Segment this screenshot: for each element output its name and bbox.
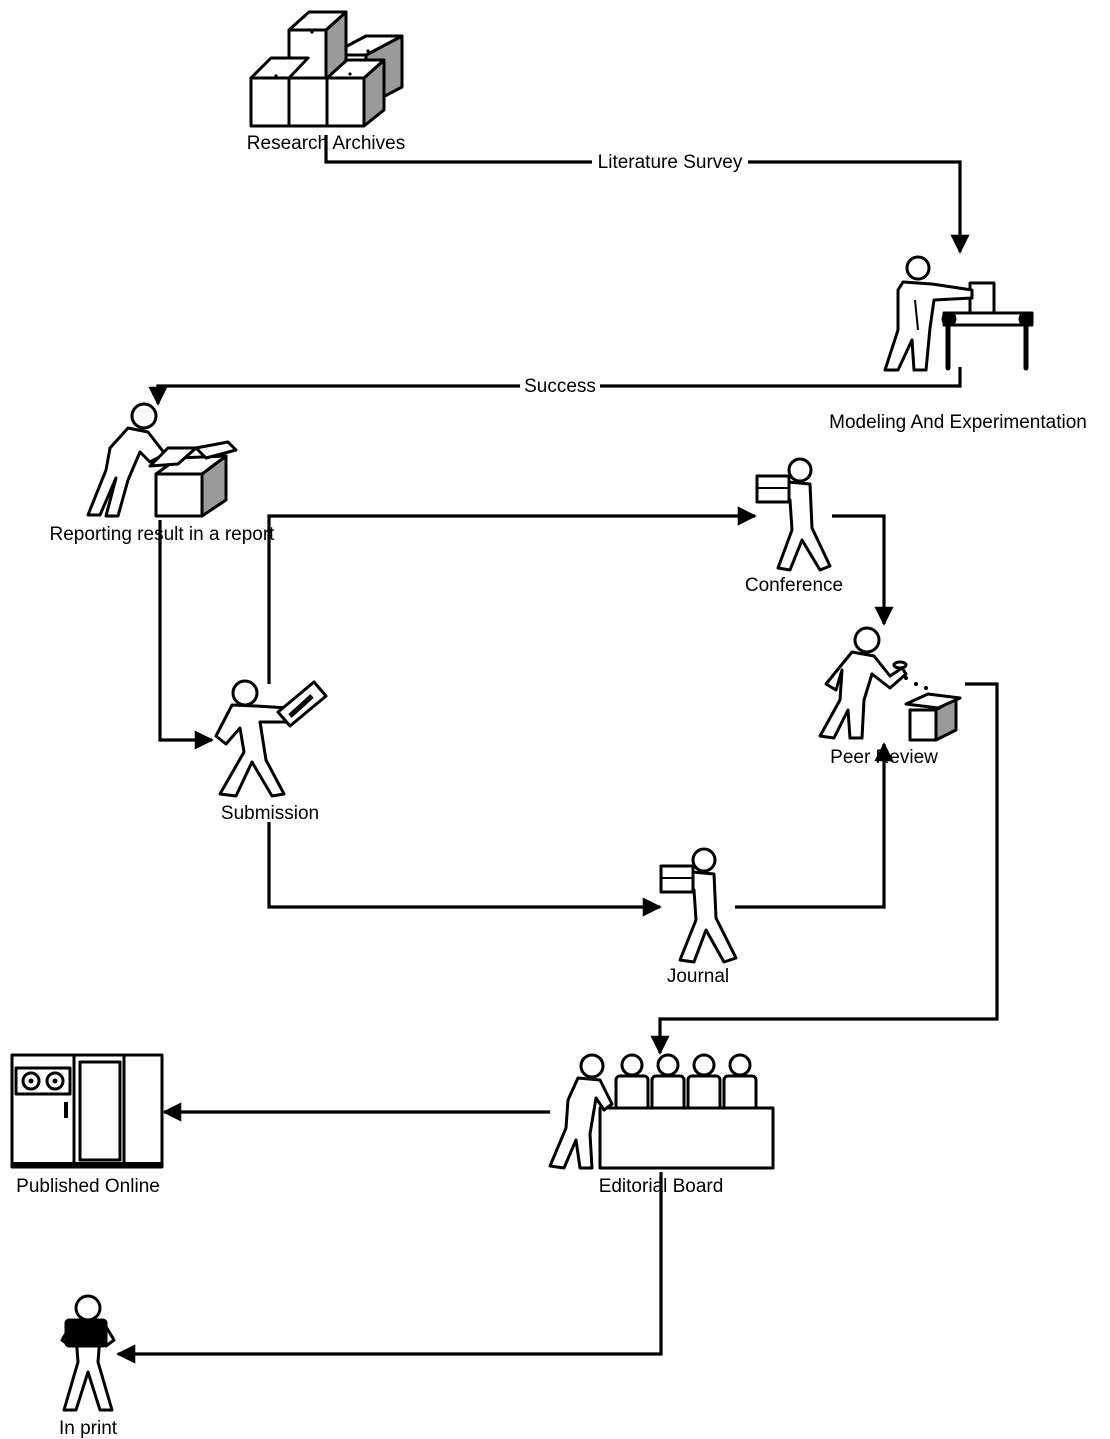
person-carrying-box-icon: [755, 457, 832, 572]
standing-person-icon: [60, 1294, 116, 1412]
edge-label-success: Success: [520, 374, 600, 398]
person-carrying-box-icon: [659, 847, 738, 964]
node-research-archives[interactable]: Research Archives: [247, 10, 405, 154]
edge-label-literature-survey: Literature Survey: [592, 150, 748, 174]
person-packing-box-icon: [86, 402, 238, 518]
label-success: Success: [524, 376, 596, 397]
person-throwing-envelope-icon: [214, 679, 328, 798]
archive-boxes-icon: [249, 10, 404, 128]
label-editorial-board: Editorial Board: [599, 1176, 724, 1197]
node-conference[interactable]: Conference: [745, 457, 843, 596]
label-research-archives: Research Archives: [247, 133, 405, 154]
edge-conference-to-peer-review: [832, 514, 894, 626]
edge-submission-to-journal: [267, 822, 662, 917]
edge-peer-review-to-editorial-board: [650, 682, 999, 1055]
label-journal: Journal: [667, 966, 729, 987]
node-peer-review[interactable]: Peer Review: [818, 626, 962, 768]
label-submission: Submission: [221, 803, 319, 824]
edge-submission-to-conference: [267, 506, 757, 684]
label-reporting: Reporting result in a report: [50, 524, 276, 545]
edge-editorial-to-in-print: [116, 1172, 663, 1364]
board-meeting-icon: [548, 1053, 775, 1170]
label-conference: Conference: [745, 575, 843, 596]
label-published-online: Published Online: [16, 1176, 160, 1197]
label-modeling: Modeling And Experimentation: [829, 412, 1087, 433]
node-reporting[interactable]: Reporting result in a report: [50, 402, 276, 545]
node-journal[interactable]: Journal: [659, 847, 738, 987]
label-literature-survey: Literature Survey: [598, 152, 743, 173]
node-published-online[interactable]: Published Online: [10, 1053, 164, 1197]
node-submission[interactable]: Submission: [214, 679, 328, 824]
server-cabinet-icon: [10, 1053, 164, 1169]
node-modeling[interactable]: Modeling And Experimentation: [829, 255, 1087, 433]
person-filling-box-icon: [818, 626, 962, 742]
edges: [116, 135, 999, 1364]
worker-at-machine-icon: [883, 255, 1034, 372]
node-in-print[interactable]: In print: [59, 1294, 118, 1439]
edge-reporting-to-submission: [158, 520, 214, 750]
edge-journal-to-peer-review: [735, 742, 894, 909]
label-peer-review: Peer Review: [830, 747, 938, 768]
label-in-print: In print: [59, 1418, 118, 1439]
node-editorial-board[interactable]: Editorial Board: [548, 1053, 775, 1197]
